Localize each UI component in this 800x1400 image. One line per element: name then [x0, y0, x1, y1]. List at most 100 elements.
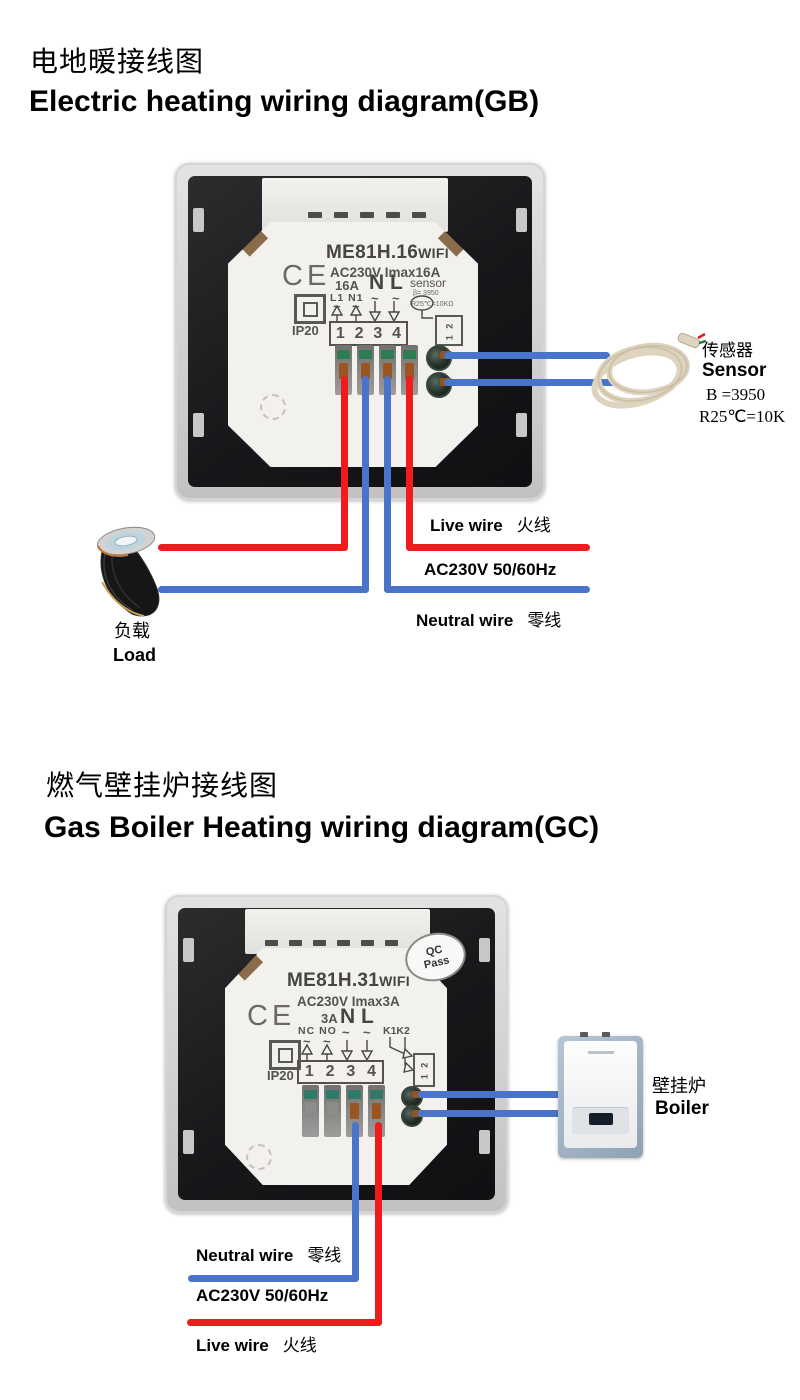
mounting-hole: [246, 1144, 272, 1170]
terminal-1: 1: [335, 324, 345, 342]
terminal-4: 4: [367, 1063, 377, 1080]
boiler-label-en: Boiler: [655, 1098, 709, 1119]
pcb-contact: [337, 350, 350, 359]
boiler-image: [558, 1032, 643, 1158]
boiler-label-cn: 壁挂炉: [652, 1076, 706, 1096]
live-wire-vertical: [375, 1122, 382, 1326]
ce-mark: CE: [282, 260, 331, 292]
amp-label: 3A: [321, 1011, 338, 1026]
pcb-contact: [370, 1090, 383, 1099]
terminal12-labels: L1 N1: [330, 292, 364, 304]
sensor-port-label: sensor: [410, 276, 447, 290]
vent-slot: [289, 940, 302, 946]
boiler-pipe: [580, 1032, 588, 1037]
load-label-cn: 负载: [114, 621, 150, 641]
section2-title-cn: 燃气壁挂炉接线图: [46, 770, 279, 801]
section2-title-en: Gas Boiler Heating wiring diagram(GC): [44, 811, 600, 844]
ce-mark: CE: [247, 1000, 296, 1032]
mount-clip: [193, 413, 204, 437]
tilde-mark: ~: [342, 1025, 350, 1040]
thermostat2-module: ME81H.31WIFI AC230V Imax3A CE 3A NC NO N…: [225, 948, 447, 1185]
boiler-display: [588, 1113, 613, 1125]
vent-slot: [337, 940, 350, 946]
mount-clip: [193, 208, 204, 232]
terminal-3: 3: [346, 1063, 356, 1080]
load-live-wire-vertical: [341, 376, 348, 551]
wire-clamp-empty: [305, 1102, 316, 1114]
pcb-contact: [304, 1090, 317, 1099]
wire-slot-2: [357, 345, 374, 395]
terminal-1: 1: [304, 1063, 314, 1080]
mount-clip: [516, 413, 527, 437]
boiler-logo: [587, 1051, 614, 1054]
boiler-wire-1: [418, 1091, 563, 1098]
vent-slot: [334, 212, 348, 218]
terminal-arrows: [300, 1037, 415, 1073]
tilde-mark: ~: [371, 291, 379, 306]
vent-slot: [308, 212, 322, 218]
pcb-contact: [359, 350, 372, 359]
vent-slot: [386, 212, 400, 218]
boiler-body: [564, 1041, 637, 1148]
section1-title-cn: 电地暖接线图: [30, 46, 205, 77]
vent-slot: [385, 940, 398, 946]
vent-slot: [265, 940, 278, 946]
wire-slot-1: [302, 1085, 319, 1137]
thermostat1-rating: AC230V Imax16A: [330, 265, 441, 280]
wire-contact: [350, 1103, 359, 1119]
wire-contact: [405, 363, 414, 379]
ip-rating-icon: [269, 1040, 301, 1070]
thermostat2-rating: AC230V Imax3A: [297, 994, 400, 1009]
heating-film-load-image: [96, 526, 160, 617]
mount-clip: [479, 938, 490, 962]
sensor-connector-box: 1 2: [435, 315, 463, 346]
thermostat2-model: ME81H.31WIFI: [287, 970, 410, 991]
terminal-2: 2: [354, 324, 364, 342]
vent-slot: [313, 940, 326, 946]
pcb-contact: [403, 350, 416, 359]
vent-slot: [361, 940, 374, 946]
live-letter: L: [390, 271, 403, 294]
pcb-contact: [326, 1090, 339, 1099]
load-neutral-wire-horizontal: [158, 586, 369, 593]
mount-clip: [479, 1130, 490, 1154]
tilde-mark: ~: [392, 291, 400, 306]
terminal-number-box: 1 2 3 4: [297, 1060, 384, 1084]
supply-neutral-wire-horizontal: [384, 586, 590, 593]
sensor-label-en: Sensor: [702, 360, 767, 381]
sensor-b-value: B =3950: [706, 385, 766, 404]
mount-clip: [183, 1130, 194, 1154]
thermostat1-model: ME81H.16WIFI: [326, 242, 449, 263]
pcb-contact: [381, 350, 394, 359]
sensor-cable-image: [591, 332, 707, 409]
wire-clamp-empty: [327, 1102, 338, 1114]
ac-supply-label: AC230V 50/60Hz: [196, 1286, 329, 1305]
load-neutral-wire-vertical: [362, 376, 369, 593]
neutral-wire-horizontal: [188, 1275, 359, 1282]
terminal-number-box: 1 2 3 4: [329, 321, 408, 346]
neutral-letter: N: [340, 1005, 356, 1028]
boiler-control-panel: [572, 1107, 629, 1134]
boiler-connector-box: 1 2: [413, 1053, 435, 1087]
mounting-hole: [260, 394, 286, 420]
sensor-wire-2: [444, 379, 616, 386]
mount-clip: [183, 938, 194, 962]
sensor-beta: β= 3950: [413, 290, 439, 297]
wire-slot-2: [324, 1085, 341, 1137]
neutral-wire-vertical: [352, 1122, 359, 1282]
amp-label: 16A: [335, 278, 359, 293]
wire-contact: [339, 363, 348, 379]
terminal-arrows: [330, 295, 434, 323]
vent-slot: [360, 212, 374, 218]
live-letter: L: [361, 1005, 374, 1028]
ip-rating-label: IP20: [292, 323, 319, 338]
load-live-wire-horizontal: [158, 544, 348, 551]
mount-clip: [516, 208, 527, 232]
supply-live-wire-horizontal: [406, 544, 590, 551]
thermostat1-image: ME81H.16WIFI AC230V Imax16A CE 16A L1 N1…: [175, 163, 545, 500]
sensor-label-cn: 传感器: [702, 341, 753, 360]
